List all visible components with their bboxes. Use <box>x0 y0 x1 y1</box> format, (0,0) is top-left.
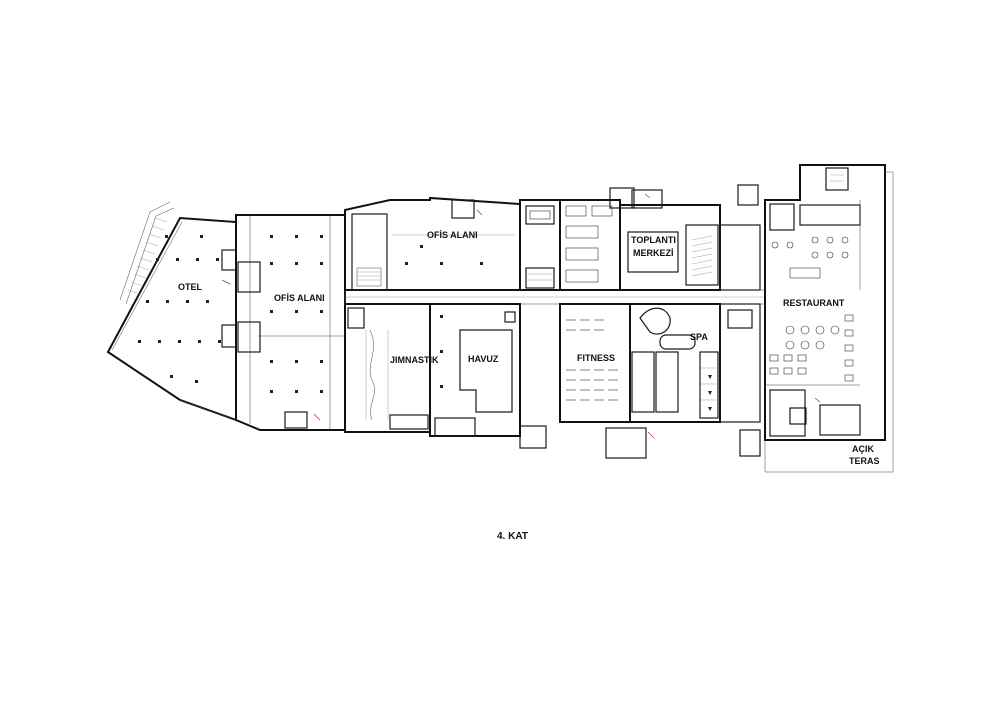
otel-columns <box>138 235 221 383</box>
label-teras: TERAS <box>849 456 880 466</box>
floor-title: 4. KAT <box>497 531 528 542</box>
main-corridor <box>344 289 766 305</box>
label-spa: SPA <box>690 332 708 342</box>
acik-teras <box>764 171 894 473</box>
toplanti-merkezi <box>619 184 761 291</box>
otel-wing <box>106 201 237 422</box>
meeting-rooms-block <box>519 187 635 291</box>
restaurant-tables <box>769 236 854 382</box>
ofis-alani-top-wing <box>344 196 521 291</box>
label-toplanti-line1: TOPLANTI <box>631 235 676 245</box>
label-fitness: FITNESS <box>577 353 615 363</box>
otel-external-stair <box>119 201 175 305</box>
ofis-alani-left-columns <box>270 235 323 393</box>
spa-area <box>629 303 761 457</box>
label-restaurant: RESTAURANT <box>783 298 845 308</box>
room-labels: OTEL OFİS ALANI OFİS ALANI TOPLANTI MERK… <box>178 230 880 466</box>
label-ofis-alani-top: OFİS ALANI <box>427 230 478 240</box>
havuz-hall <box>429 303 547 449</box>
jimnastik-hall <box>344 303 431 433</box>
label-jimnastik: JIMNASTIK <box>390 355 439 365</box>
label-havuz: HAVUZ <box>468 354 499 364</box>
label-ofis-alani-left: OFİS ALANI <box>274 293 325 303</box>
label-acik: AÇIK <box>852 444 874 454</box>
fitness-equipment <box>566 319 618 401</box>
ofis-alani-left-wing <box>235 214 346 431</box>
fitness-hall <box>559 303 655 459</box>
label-toplanti-line2: MERKEZİ <box>633 248 674 258</box>
label-otel: OTEL <box>178 282 203 292</box>
